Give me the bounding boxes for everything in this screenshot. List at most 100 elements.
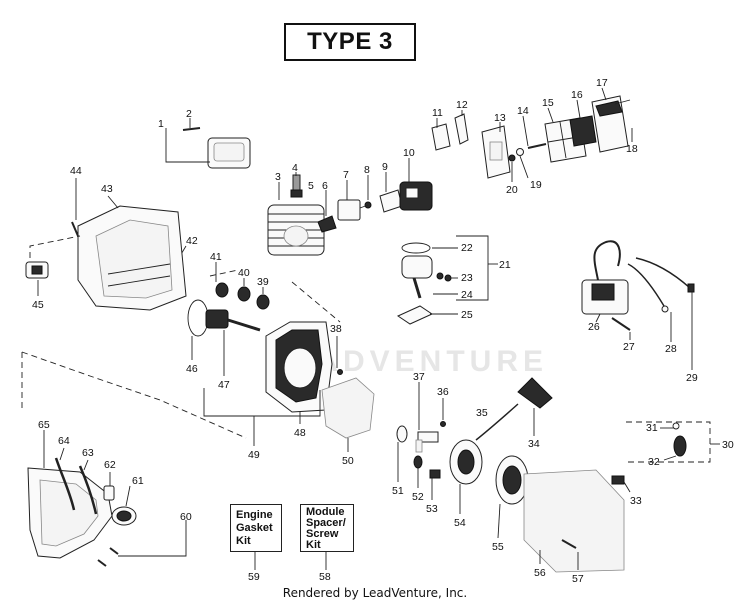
callout-56: 56 xyxy=(534,567,546,579)
part-52-bolt[interactable] xyxy=(413,455,423,469)
callout-26: 26 xyxy=(588,321,600,333)
callout-22: 22 xyxy=(461,242,473,254)
callout-16: 16 xyxy=(571,89,583,101)
part-29-stop-wire[interactable] xyxy=(635,257,695,293)
callout-57: 57 xyxy=(572,573,584,585)
module-spacer-screw-kit-box[interactable]: Module Spacer/ Screw Kit xyxy=(300,504,354,552)
part-41-bearing[interactable] xyxy=(215,282,229,298)
part-61-fuel-cap[interactable] xyxy=(111,506,137,526)
callout-39: 39 xyxy=(257,276,269,288)
part-33-bumper[interactable] xyxy=(611,475,625,485)
part-31-screw[interactable] xyxy=(672,422,680,430)
part-40-seal[interactable] xyxy=(237,286,251,302)
kit-label-line: Gasket xyxy=(236,522,273,534)
part-36-screw[interactable] xyxy=(440,421,446,427)
part-64-fuel-line[interactable] xyxy=(54,457,76,511)
part-62-fuel-filter[interactable] xyxy=(103,485,115,501)
callout-2: 2 xyxy=(186,108,192,120)
callout-64: 64 xyxy=(58,435,70,447)
part-10-carburetor[interactable] xyxy=(399,181,433,211)
kit-label-line: Kit xyxy=(306,539,321,551)
part-53-spacer[interactable] xyxy=(429,469,441,479)
callout-32: 32 xyxy=(648,456,660,468)
part-34-starter-handle[interactable] xyxy=(517,377,553,409)
part-45-switch[interactable] xyxy=(25,261,49,279)
callout-51: 51 xyxy=(392,485,404,497)
part-57-screw[interactable] xyxy=(561,539,577,549)
callout-28: 28 xyxy=(665,343,677,355)
callout-21: 21 xyxy=(499,259,511,271)
callout-20: 20 xyxy=(506,184,518,196)
callout-36: 36 xyxy=(437,386,449,398)
part-12-choke-lever[interactable] xyxy=(454,113,469,145)
cylinder-assembly[interactable] xyxy=(267,204,325,256)
part-26-ignition-module[interactable] xyxy=(581,240,629,315)
callout-14: 14 xyxy=(517,105,529,117)
part-11-bracket[interactable] xyxy=(431,123,451,151)
diagram-title: TYPE 3 xyxy=(284,23,416,61)
callout-15: 15 xyxy=(542,97,554,109)
part-54-pulley[interactable] xyxy=(449,439,483,485)
part-63-fuel-line[interactable] xyxy=(78,465,98,515)
callout-65: 65 xyxy=(38,419,50,431)
part-38-flywheel-key[interactable] xyxy=(337,369,343,375)
part-65-fuel-tank[interactable] xyxy=(27,467,113,559)
callout-11: 11 xyxy=(432,107,443,119)
part-23-piston-pin[interactable] xyxy=(436,272,452,282)
part-27-screw[interactable] xyxy=(611,317,631,331)
part-8-screw[interactable] xyxy=(359,201,372,209)
kit-label-line: Spacer/ xyxy=(306,517,346,529)
part-20-spacer[interactable] xyxy=(508,154,516,162)
callout-60: 60 xyxy=(180,511,192,523)
callout-45: 45 xyxy=(32,299,44,311)
part-32-clip[interactable] xyxy=(673,435,687,457)
callout-1: 1 xyxy=(158,118,164,130)
part-7-spacer[interactable] xyxy=(337,199,361,221)
part-60-screw[interactable] xyxy=(97,547,119,567)
callout-52: 52 xyxy=(412,491,424,503)
callout-44: 44 xyxy=(70,165,82,177)
part-22-piston-ring[interactable] xyxy=(401,242,431,254)
part-35-starter-rope[interactable] xyxy=(475,403,519,441)
part-1-muffler-cover[interactable] xyxy=(207,137,251,169)
part-37-bolt[interactable] xyxy=(415,431,439,453)
part-39-bearing[interactable] xyxy=(256,294,270,310)
part-19-washer[interactable] xyxy=(516,148,524,156)
callout-47: 47 xyxy=(218,379,230,391)
part-14-screw[interactable] xyxy=(527,143,547,149)
part-44-screw[interactable] xyxy=(71,221,79,237)
callout-23: 23 xyxy=(461,272,473,284)
kit-number-59: 59 xyxy=(248,571,260,583)
part-48-crankcase[interactable] xyxy=(265,321,333,413)
part-17-air-cover[interactable] xyxy=(591,95,629,153)
part-50-crankcase-half[interactable] xyxy=(321,377,375,439)
part-13-air-box[interactable] xyxy=(481,125,511,179)
part-55-rewind-spring[interactable] xyxy=(495,455,529,505)
callout-46: 46 xyxy=(186,363,198,375)
callout-13: 13 xyxy=(494,112,506,124)
callout-31: 31 xyxy=(646,422,658,434)
part-51-washer[interactable] xyxy=(396,425,408,443)
part-16-filter[interactable] xyxy=(569,115,597,147)
part-4-spark-plug[interactable] xyxy=(290,174,303,198)
part-43-engine-shroud[interactable] xyxy=(77,205,187,311)
part-46-oring[interactable] xyxy=(187,299,209,337)
part-9-gasket[interactable] xyxy=(379,189,403,213)
part-24-piston[interactable] xyxy=(401,255,433,299)
part-6-gasket[interactable] xyxy=(317,215,337,233)
part-25-bearing[interactable] xyxy=(396,305,434,325)
callout-30: 30 xyxy=(722,439,734,451)
part-2-screw[interactable] xyxy=(182,127,201,131)
kit-label-line: Engine xyxy=(236,509,273,521)
callout-34: 34 xyxy=(528,438,540,450)
callout-25: 25 xyxy=(461,309,473,321)
callout-49: 49 xyxy=(248,449,260,461)
part-56-starter-housing[interactable] xyxy=(523,469,625,573)
engine-gasket-kit-box[interactable]: Engine Gasket Kit xyxy=(230,504,282,552)
callout-17: 17 xyxy=(596,77,608,89)
callout-6: 6 xyxy=(322,180,328,192)
part-28-ground-wire[interactable] xyxy=(627,263,669,313)
part-47-crankshaft[interactable] xyxy=(205,309,261,332)
footer-credit: Rendered by LeadVenture, Inc. xyxy=(282,586,468,600)
